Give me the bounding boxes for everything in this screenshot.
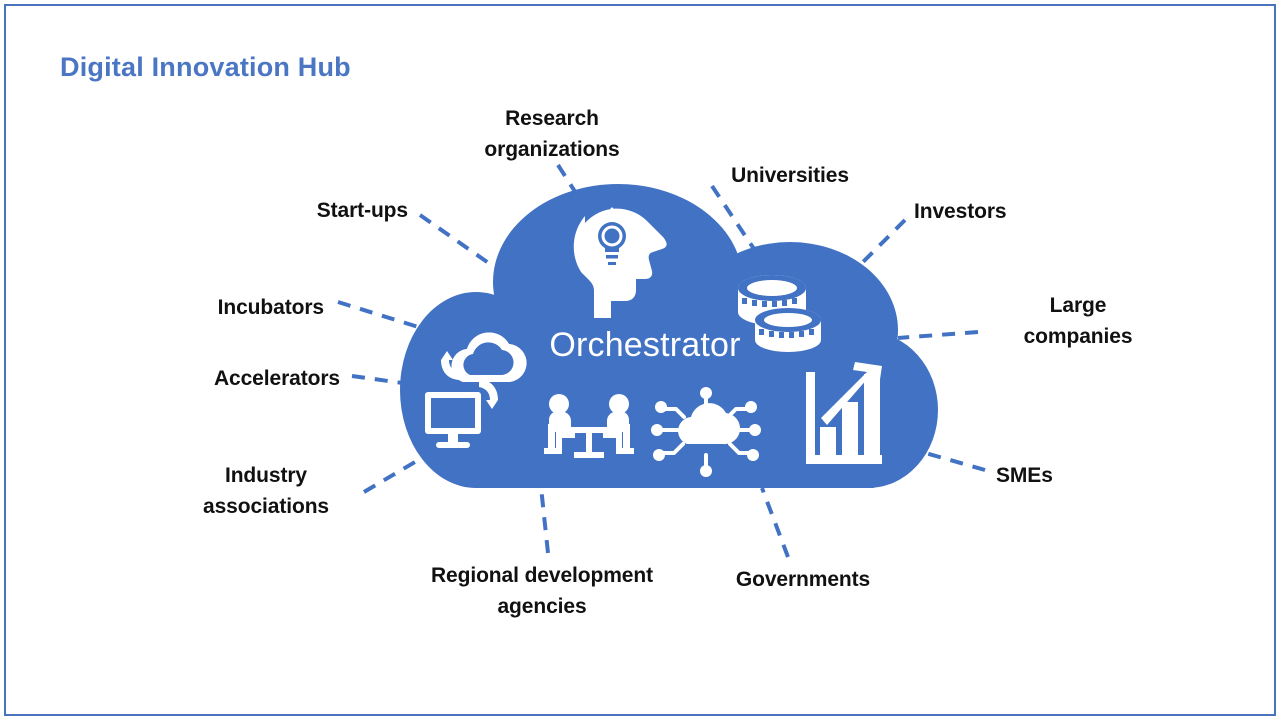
label-incubators: Incubators <box>217 296 324 319</box>
connector-universities <box>710 184 762 260</box>
connector-accelerators <box>351 374 425 388</box>
label-smes: SMEs <box>996 464 1053 487</box>
label-accelerators: Accelerators <box>213 367 340 390</box>
cloud-monitor-sync-icon <box>425 332 527 448</box>
head-lightbulb-icon <box>573 207 667 318</box>
label-large-companies: Large companies <box>1023 294 1133 349</box>
label-start-ups: Start-ups <box>316 199 408 222</box>
connector-governments <box>760 487 790 558</box>
label-governments: Governments <box>735 568 871 591</box>
connector-smes <box>921 450 986 472</box>
label-research-organizations: Research organizations <box>484 107 620 162</box>
label-investors: Investors <box>914 200 1007 223</box>
label-industry-associations: Industry associations <box>202 464 330 519</box>
connector-incubators <box>337 300 429 332</box>
label-regional-development-agencies: Regional development agencies <box>430 564 654 619</box>
connector-regional-development-agencies <box>539 486 550 554</box>
coins-stack-icon <box>738 275 821 352</box>
meeting-table-icon <box>544 394 634 458</box>
connector-investors <box>833 218 907 292</box>
growth-bar-chart-icon <box>806 362 882 464</box>
cloud-shape <box>400 184 938 488</box>
cloud-network-icon <box>651 387 761 477</box>
label-universities: Universities <box>731 164 849 187</box>
page-title: Digital Innovation Hub <box>60 52 351 82</box>
orchestrator-label: Orchestrator <box>549 326 741 364</box>
